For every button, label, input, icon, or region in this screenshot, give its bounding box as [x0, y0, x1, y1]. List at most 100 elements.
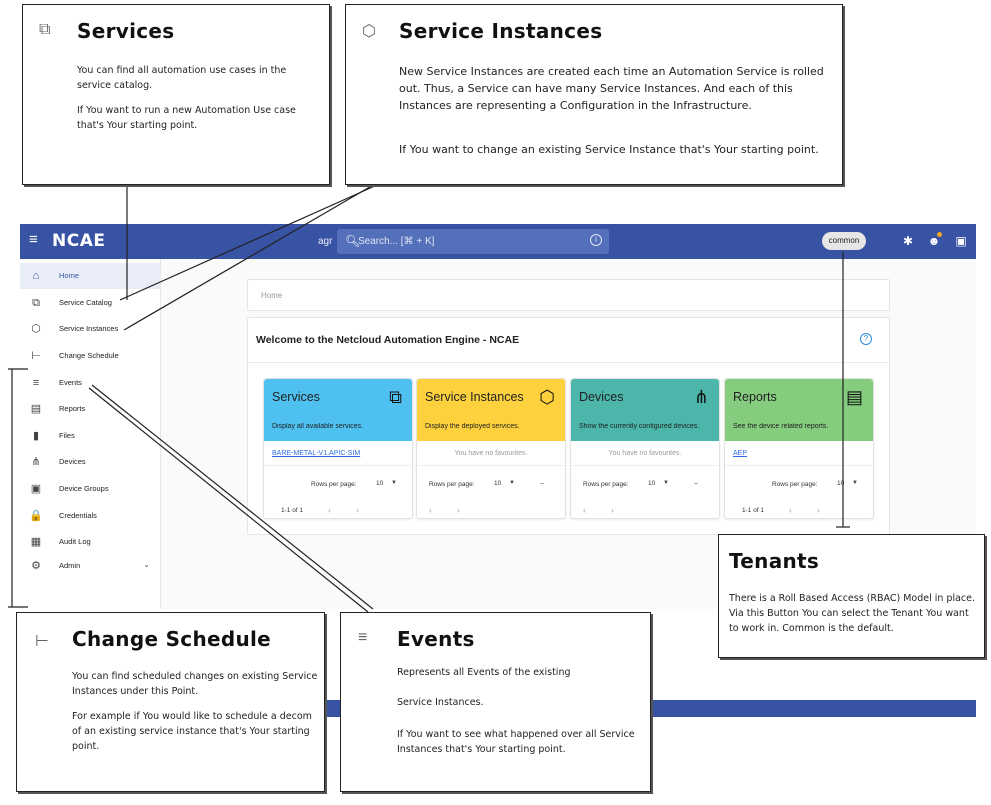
sidebar-item-device-groups[interactable]: ▣ Device Groups	[20, 476, 160, 502]
card-header[interactable]: Service Instances ⬡ Display the deployed…	[417, 379, 565, 441]
annotation-services: ⧉ Services You can find all automation u…	[22, 4, 330, 185]
annotation-text: For example if You would like to schedul…	[72, 711, 312, 752]
tree-icon: ⊢	[31, 350, 41, 362]
favourite-link[interactable]: BARE-METAL-V1.APIC-SIM	[272, 450, 361, 457]
sidebar-item-label: Events	[59, 378, 82, 387]
rows-per-page-label: Rows per page:	[772, 481, 818, 488]
sidebar-item-service-catalog[interactable]: ⧉ Service Catalog	[20, 290, 160, 316]
reports-icon: ▤	[30, 403, 42, 415]
next-page-icon[interactable]: ›	[356, 505, 359, 515]
sidebar	[20, 259, 161, 609]
annotation-title: Change Schedule	[72, 627, 272, 651]
sidebar-item-admin[interactable]: ⚙ Admin ⌄	[20, 553, 160, 579]
sidebar-item-label: Admin	[59, 561, 81, 570]
sidebar-item-label: Audit Log	[59, 537, 91, 546]
caret-down-icon[interactable]: ▼	[391, 480, 397, 486]
connector-events	[91, 384, 374, 610]
favourite-link[interactable]: AEP	[733, 450, 748, 457]
next-page-icon[interactable]: ›	[457, 505, 460, 515]
sidebar-item-credentials[interactable]: 🔒 Credentials	[20, 503, 160, 529]
chevron-down-icon[interactable]: ⌄	[143, 560, 150, 569]
rows-per-page-select[interactable]: 10	[837, 480, 845, 487]
annotation-text: If You want to run a new Automation Use …	[77, 105, 296, 131]
annotation-text: You can find scheduled changes on existi…	[72, 671, 318, 697]
sidebar-item-label: Files	[59, 431, 75, 440]
rows-per-page-select[interactable]: 10	[376, 480, 384, 487]
divider	[248, 362, 889, 363]
bug-icon[interactable]: ✱	[902, 234, 914, 248]
feedback-icon[interactable]: ▣	[955, 234, 967, 248]
file-icon: ▮	[32, 430, 40, 442]
annotation-text: If You want to change an existing Servic…	[399, 143, 819, 156]
help-icon[interactable]: ?	[860, 333, 872, 345]
card-title: Services	[272, 390, 320, 404]
annotation-text: New Service Instances are created each t…	[399, 65, 824, 112]
account-icon[interactable]: ☻	[927, 234, 941, 248]
divider	[571, 465, 719, 466]
rows-per-page-select[interactable]: 10	[648, 480, 656, 487]
prev-page-icon[interactable]: ‹	[429, 505, 432, 515]
sidebar-item-change-schedule[interactable]: ⊢ Change Schedule	[20, 343, 160, 369]
bottom-bar	[651, 700, 976, 717]
card-devices: Devices ⋔ Show the currently configured …	[570, 378, 720, 519]
annotation-title: Services	[77, 19, 175, 43]
info-icon[interactable]: i	[590, 234, 602, 246]
card-service-instances: Service Instances ⬡ Display the deployed…	[416, 378, 566, 519]
brand-logo: NCAE	[52, 231, 106, 251]
home-icon: ⌂	[32, 270, 40, 282]
search-prefix: agr	[318, 236, 333, 247]
card-services: Services ⧉ Display all available service…	[263, 378, 413, 519]
search-input[interactable]	[358, 233, 578, 250]
annotation-tenants: Tenants There is a Roll Based Access (RB…	[718, 534, 985, 658]
sidebar-item-label: Device Groups	[59, 484, 109, 493]
page-title: Welcome to the Netcloud Automation Engin…	[256, 334, 520, 346]
lock-icon: 🔒	[29, 510, 43, 522]
connector-service-instances	[123, 180, 381, 331]
menu-icon[interactable]: ≡	[29, 231, 38, 248]
prev-page-icon[interactable]: ‹	[328, 505, 331, 515]
sidebar-item-reports[interactable]: ▤ Reports	[20, 396, 160, 422]
pagination-range: 1-1 of 1	[742, 507, 765, 514]
sidebar-item-devices[interactable]: ⋔ Devices	[20, 449, 160, 475]
device-group-icon: ▣	[30, 483, 42, 495]
divider	[725, 465, 873, 466]
annotation-change-schedule: ⊢ Change Schedule You can find scheduled…	[16, 612, 325, 792]
pagination-range: –	[540, 480, 544, 487]
caret-down-icon[interactable]: ▼	[852, 480, 858, 486]
sidebar-item-label: Home	[59, 271, 80, 280]
rows-per-page-label: Rows per page:	[311, 481, 357, 488]
caret-down-icon[interactable]: ▼	[509, 480, 515, 486]
annotation-text: There is a Roll Based Access (RBAC) Mode…	[729, 593, 976, 634]
card-header[interactable]: Services ⧉ Display all available service…	[264, 379, 412, 441]
catalog-icon: ⧉	[39, 21, 51, 38]
annotation-text: Represents all Events of the existing	[397, 667, 571, 678]
tenant-selector[interactable]: common	[822, 232, 866, 250]
connector-events-2	[88, 387, 369, 613]
breadcrumb-home[interactable]: Home	[261, 291, 283, 300]
sidebar-item-service-instances[interactable]: ⬡ Service Instances	[20, 316, 160, 342]
sidebar-item-events[interactable]: ≡ Events	[20, 370, 160, 396]
audit-icon: ▦	[30, 536, 42, 548]
sidebar-item-files[interactable]: ▮ Files	[20, 423, 160, 449]
sidebar-item-audit-log[interactable]: ▦ Audit Log	[20, 529, 160, 555]
rows-per-page-select[interactable]: 10	[494, 480, 502, 487]
caret-down-icon[interactable]: ▼	[663, 480, 669, 486]
card-header[interactable]: Devices ⋔ Show the currently configured …	[571, 379, 719, 441]
card-header[interactable]: Reports ▤ See the device related reports…	[725, 379, 873, 441]
annotation-title: Service Instances	[399, 19, 603, 43]
next-page-icon[interactable]: ›	[817, 505, 820, 515]
sidebar-item-label: Devices	[59, 457, 86, 466]
prev-page-icon[interactable]: ‹	[789, 505, 792, 515]
divider	[264, 465, 412, 466]
search-icon: 🔍︎	[345, 234, 361, 248]
next-page-icon[interactable]: ›	[611, 505, 614, 515]
network-icon: ⋔	[693, 387, 709, 407]
gear-icon: ⚙	[31, 560, 41, 572]
prev-page-icon[interactable]: ‹	[583, 505, 586, 515]
cube-icon: ⬡	[539, 387, 555, 407]
annotation-events: ≡ Events Represents all Events of the ex…	[340, 612, 651, 792]
annotation-title: Events	[397, 627, 475, 651]
empty-state: You have no favourites.	[454, 450, 528, 457]
sidebar-item-home[interactable]: ⌂ Home	[20, 263, 160, 289]
